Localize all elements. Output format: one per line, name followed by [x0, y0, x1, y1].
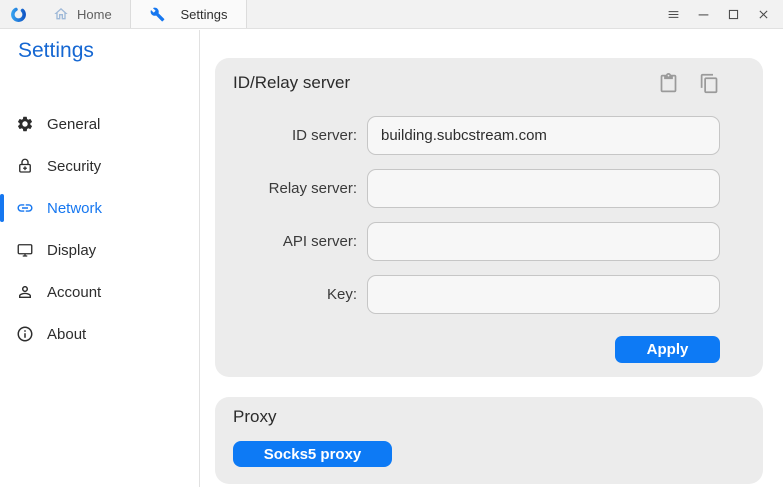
api-server-input[interactable]	[367, 222, 720, 261]
sidebar-nav: General Security Netwo	[0, 103, 199, 355]
id-relay-server-card: ID/Relay server ID ser	[215, 58, 763, 377]
copy-icon[interactable]	[699, 73, 720, 94]
id-server-label: ID server:	[291, 127, 357, 144]
settings-sidebar: Settings General Securit	[0, 30, 200, 487]
wrench-icon	[150, 7, 165, 22]
titlebar: Home Settings	[0, 0, 783, 29]
person-icon	[16, 283, 34, 301]
lock-icon	[16, 157, 34, 175]
link-icon	[16, 199, 34, 217]
field-row-relay-server: Relay server:	[233, 169, 720, 208]
tab-settings[interactable]: Settings	[130, 0, 247, 28]
card-header-icons	[658, 72, 720, 94]
key-label: Key:	[326, 286, 357, 303]
window-controls	[661, 0, 775, 29]
sidebar-item-display[interactable]: Display	[0, 229, 199, 271]
tab-settings-label: Settings	[180, 6, 228, 22]
home-icon	[53, 6, 69, 22]
field-row-id-server: ID server:	[233, 116, 720, 155]
relay-server-input[interactable]	[367, 169, 720, 208]
sidebar-title: Settings	[18, 39, 94, 62]
tab-home[interactable]: Home	[39, 0, 126, 28]
rustdesk-logo-icon	[10, 6, 27, 23]
card-title: ID/Relay server	[233, 73, 351, 92]
minimize-icon[interactable]	[691, 3, 715, 27]
close-icon[interactable]	[751, 3, 775, 27]
sidebar-item-about[interactable]: About	[0, 313, 199, 355]
info-icon	[16, 325, 34, 343]
relay-server-label: Relay server:	[268, 180, 357, 197]
sidebar-item-label: Display	[47, 241, 97, 259]
apply-row: Apply	[233, 336, 720, 363]
sidebar-item-label: Security	[47, 157, 102, 175]
sidebar-item-label: About	[47, 325, 87, 343]
card-header: ID/Relay server	[233, 68, 720, 98]
tab-home-label: Home	[77, 6, 112, 22]
proxy-card: Proxy Socks5 proxy	[215, 397, 763, 484]
monitor-icon	[16, 241, 34, 259]
main-content: ID/Relay server ID ser	[201, 30, 783, 487]
gear-icon	[16, 115, 34, 133]
sidebar-item-label: Account	[47, 283, 102, 301]
menu-icon[interactable]	[661, 3, 685, 27]
sidebar-item-network[interactable]: Network	[0, 187, 199, 229]
server-fields: ID server: Relay server: API server: Key…	[233, 116, 720, 314]
field-row-key: Key:	[233, 275, 720, 314]
sidebar-item-label: Network	[47, 199, 103, 217]
key-input[interactable]	[367, 275, 720, 314]
api-server-label: API server:	[282, 233, 357, 250]
sidebar-item-label: General	[47, 115, 101, 133]
field-row-api-server: API server:	[233, 222, 720, 261]
sidebar-item-account[interactable]: Account	[0, 271, 199, 313]
proxy-card-title: Proxy	[233, 407, 277, 426]
socks5-proxy-button[interactable]: Socks5 proxy	[233, 441, 392, 467]
sidebar-item-security[interactable]: Security	[0, 145, 199, 187]
maximize-icon[interactable]	[721, 3, 745, 27]
paste-icon[interactable]	[658, 72, 679, 94]
sidebar-item-general[interactable]: General	[0, 103, 199, 145]
apply-button[interactable]: Apply	[615, 336, 720, 363]
id-server-input[interactable]	[367, 116, 720, 155]
